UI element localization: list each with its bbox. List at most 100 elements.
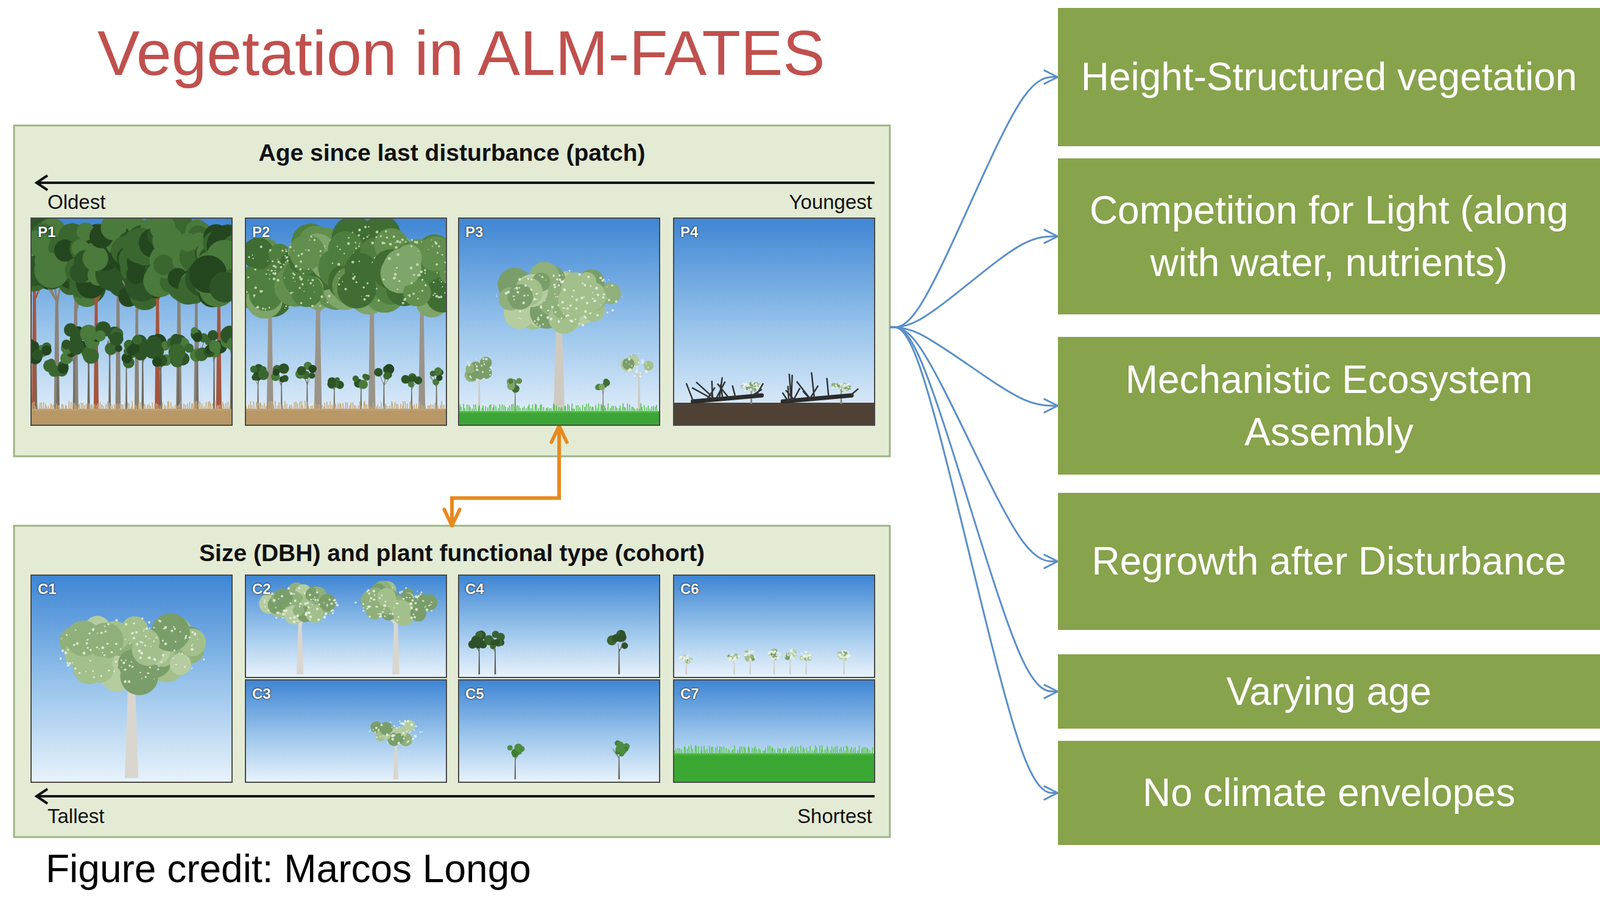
illustration-part [144,676,147,678]
illustration-part [411,737,415,741]
illustration-part [553,285,557,289]
illustration-part [562,274,564,276]
illustration-part [141,641,144,644]
illustration-part [559,280,563,284]
illustration-part [482,361,485,363]
frame-tag: P4 [680,223,698,241]
illustration-part [147,657,149,659]
illustration-part [753,651,755,653]
illustration-part [115,618,118,622]
illustration-part [355,281,358,284]
illustration-part [170,333,183,346]
illustration-part [634,365,636,367]
illustration-part [802,658,804,660]
illustration-part [314,598,317,602]
illustration-part [434,241,437,244]
illustration-part [607,299,611,302]
illustration-part [397,615,400,618]
illustration-part [495,294,497,296]
illustration-part [630,354,633,356]
illustration-part [316,598,319,601]
illustration-part [358,228,361,231]
illustration-part [268,306,271,309]
illustration-part [587,275,590,278]
illustration-part [387,257,392,261]
illustration-part [539,325,541,328]
frame-tag: C5 [465,685,485,703]
illustration-part [209,271,232,303]
illustration-part [130,632,133,635]
illustration-part [394,269,396,272]
illustration-part [310,235,312,238]
illustration-part [129,343,140,354]
illustration-part [334,601,338,605]
illustration-part [308,364,317,373]
illustration-part [394,246,398,249]
illustration-part [412,292,415,295]
illustration-part [117,655,119,658]
vegetation-illustration [459,575,660,677]
illustration-part [60,637,63,639]
illustration-part [284,255,286,257]
illustration-part [251,374,258,381]
illustration-part [326,604,329,607]
illustration-part [635,368,638,371]
illustration-part [513,299,515,301]
illustration-part [431,239,433,241]
illustration-part [411,598,414,602]
illustration-part [191,668,193,670]
illustration-part [281,612,286,616]
illustration-part [164,642,168,646]
illustration-part [407,294,409,297]
illustration-part [368,730,370,733]
illustration-part [393,607,395,609]
illustration-part [419,730,422,733]
illustration-part [752,387,757,392]
illustration-part [158,665,160,667]
illustration-part [791,654,793,656]
illustration-part [188,635,192,639]
illustration-part [306,601,309,605]
illustration-part [744,652,747,655]
illustration-part [398,280,401,282]
illustration-part [246,680,446,782]
illustration-part [324,246,326,248]
illustration-part [157,668,159,670]
illustration-part [281,616,284,619]
illustration-part [54,296,61,412]
illustration-part [155,636,158,639]
illustration-part [386,741,389,744]
illustration-part [365,294,367,297]
feature-text: Height-Structured vegetation [1081,50,1578,103]
illustration-part [289,616,292,619]
illustration-part [496,295,498,297]
illustration-part [616,741,625,750]
illustration-part [163,627,166,630]
illustration-part [441,253,444,256]
illustration-part [272,277,276,281]
illustration-part [747,651,751,655]
illustration-part [336,603,339,607]
frame-tag: C4 [465,580,485,598]
illustration-part [104,630,107,633]
illustration-part [280,595,284,598]
illustration-part [263,601,266,603]
illustration-part [459,575,660,677]
illustration-part [402,722,406,726]
illustration-part [82,245,109,272]
decoration [31,575,232,782]
decoration [459,575,660,677]
illustration-part [524,284,527,287]
illustration-part [283,277,286,279]
illustration-part [294,280,296,282]
illustration-part [279,262,282,265]
vegetation-illustration [674,218,875,425]
illustration-part [139,656,142,660]
illustration-part [686,656,689,660]
illustration-part [106,642,110,645]
text-holder: Tallest [47,803,105,829]
illustration-part [752,389,755,392]
illustration-part [601,296,605,299]
illustration-part [561,300,564,304]
illustration-part [476,372,484,380]
